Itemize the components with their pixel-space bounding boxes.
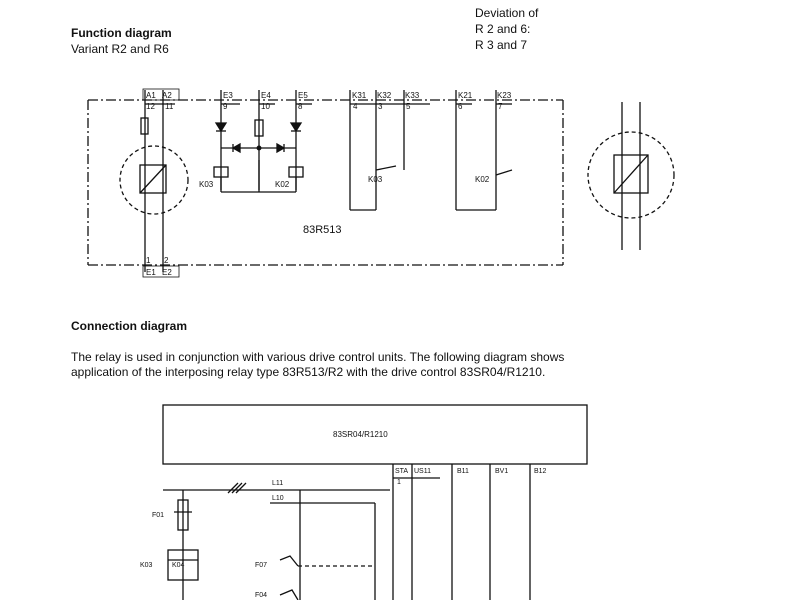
terminal-number-6: 6 [458, 102, 463, 111]
contact-k02-right: K02 [475, 175, 490, 184]
terminal-number-8: 8 [298, 102, 303, 111]
terminal-b12: B12 [534, 468, 547, 475]
contact-k03-right: K03 [368, 175, 383, 184]
component-k04: K04 [172, 562, 185, 569]
terminal-k31: K31 [352, 91, 367, 100]
function-diagram-subtitle: Variant R2 and R6 [71, 42, 169, 56]
terminal-number-11: 11 [165, 102, 174, 111]
terminal-number-3: 3 [378, 102, 383, 111]
terminal-bv1: BV1 [495, 468, 508, 475]
component-f01: F01 [152, 512, 164, 519]
terminal-e2: E2 [162, 268, 172, 277]
terminal-number-1: 1 [146, 256, 151, 265]
terminal-k32: K32 [377, 91, 392, 100]
terminal-sta: STA [395, 468, 408, 475]
contact-k02-left: K02 [275, 180, 290, 189]
component-f07: F07 [255, 562, 267, 569]
deviation-line-3: R 3 and 7 [475, 38, 528, 52]
terminal-number-2: 2 [164, 256, 169, 265]
deviation-note: Deviation of R 2 and 6: R 3 and 7 [475, 5, 538, 53]
terminal-a2: A2 [162, 91, 172, 100]
terminal-e1: E1 [146, 268, 156, 277]
terminal-k23: K23 [497, 91, 512, 100]
terminal-us11: US11 [414, 468, 431, 475]
terminal-e4: E4 [261, 91, 271, 100]
terminal-k33: K33 [405, 91, 420, 100]
connection-paragraph: The relay is used in conjunction with va… [71, 350, 564, 380]
connection-paragraph-line-2: application of the interposing relay typ… [71, 365, 546, 379]
deviation-line-2: R 2 and 6: [475, 22, 531, 36]
terminal-number-9: 9 [223, 102, 228, 111]
terminal-number-10: 10 [261, 102, 270, 111]
terminal-sta-number: 1 [397, 479, 401, 486]
terminal-e3: E3 [223, 91, 233, 100]
component-f04: F04 [255, 592, 267, 599]
terminal-number-4: 4 [353, 102, 358, 111]
relay-type-label: 83R513 [303, 224, 342, 236]
contact-k03-left: K03 [199, 180, 214, 189]
terminal-number-5: 5 [406, 102, 411, 111]
deviation-line-1: Deviation of [475, 6, 539, 20]
connection-paragraph-line-1: The relay is used in conjunction with va… [71, 350, 565, 364]
drive-control-label: 83SR04/R1210 [333, 430, 388, 439]
terminal-number-12: 12 [146, 102, 155, 111]
terminal-e5: E5 [298, 91, 308, 100]
line-l11: L11 [272, 480, 283, 487]
component-k03: K03 [140, 562, 153, 569]
terminal-k21: K21 [458, 91, 473, 100]
line-l10: L10 [272, 495, 284, 502]
terminal-b11: B11 [457, 468, 469, 475]
terminal-number-7: 7 [498, 102, 503, 111]
terminal-a1: A1 [146, 91, 156, 100]
connection-diagram-title: Connection diagram [71, 319, 188, 333]
function-diagram-title: Function diagram [71, 26, 172, 40]
